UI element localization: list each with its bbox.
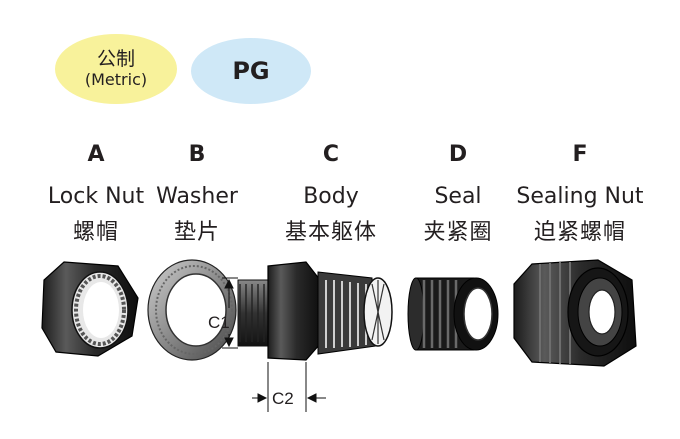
component-c-labels: C Body 基本躯体 (261, 138, 401, 250)
cable-gland-parts-illustration: C1 C2 (41, 259, 637, 412)
component-name-cn: 夹紧圈 (423, 220, 493, 245)
metric-badge-cn: 公制 (96, 48, 135, 70)
metric-badge-en: (Metric) (84, 70, 148, 89)
component-name-en: Seal (434, 184, 482, 209)
pg-badge: PG (191, 38, 311, 104)
component-letter: B (188, 142, 206, 167)
component-name-en: Lock Nut (47, 184, 145, 209)
lock-nut-icon (41, 261, 139, 357)
c2-dimension (252, 362, 326, 412)
sealing-nut-icon (513, 259, 637, 367)
c2-label: C2 (272, 389, 294, 408)
component-f-labels: F Sealing Nut 迫紧螺帽 (510, 138, 650, 250)
component-a-labels: A Lock Nut 螺帽 (26, 138, 166, 250)
component-letter: F (572, 142, 588, 167)
component-letter: A (87, 142, 105, 167)
component-d-labels: D Seal 夹紧圈 (388, 138, 528, 250)
c1-label: C1 (208, 313, 230, 332)
component-name-cn: 迫紧螺帽 (533, 220, 626, 245)
component-name-cn: 螺帽 (72, 220, 119, 245)
component-name-en: Body (303, 184, 359, 209)
component-name-cn: 基本躯体 (284, 220, 377, 245)
washer-icon (147, 259, 237, 361)
c1-dimension (222, 277, 238, 349)
component-letter: D (448, 142, 468, 167)
component-letter: C (322, 142, 340, 167)
component-name-en: Washer (156, 184, 238, 209)
component-name-cn: 垫片 (173, 220, 220, 245)
seal-icon (407, 277, 499, 351)
gland-body-icon: C1 C2 (208, 261, 393, 412)
component-name-en: Sealing Nut (516, 184, 644, 209)
pg-badge-label: PG (232, 57, 270, 85)
metric-badge: 公制 (Metric) (55, 34, 177, 104)
component-b-labels: B Washer 垫片 (127, 138, 267, 250)
